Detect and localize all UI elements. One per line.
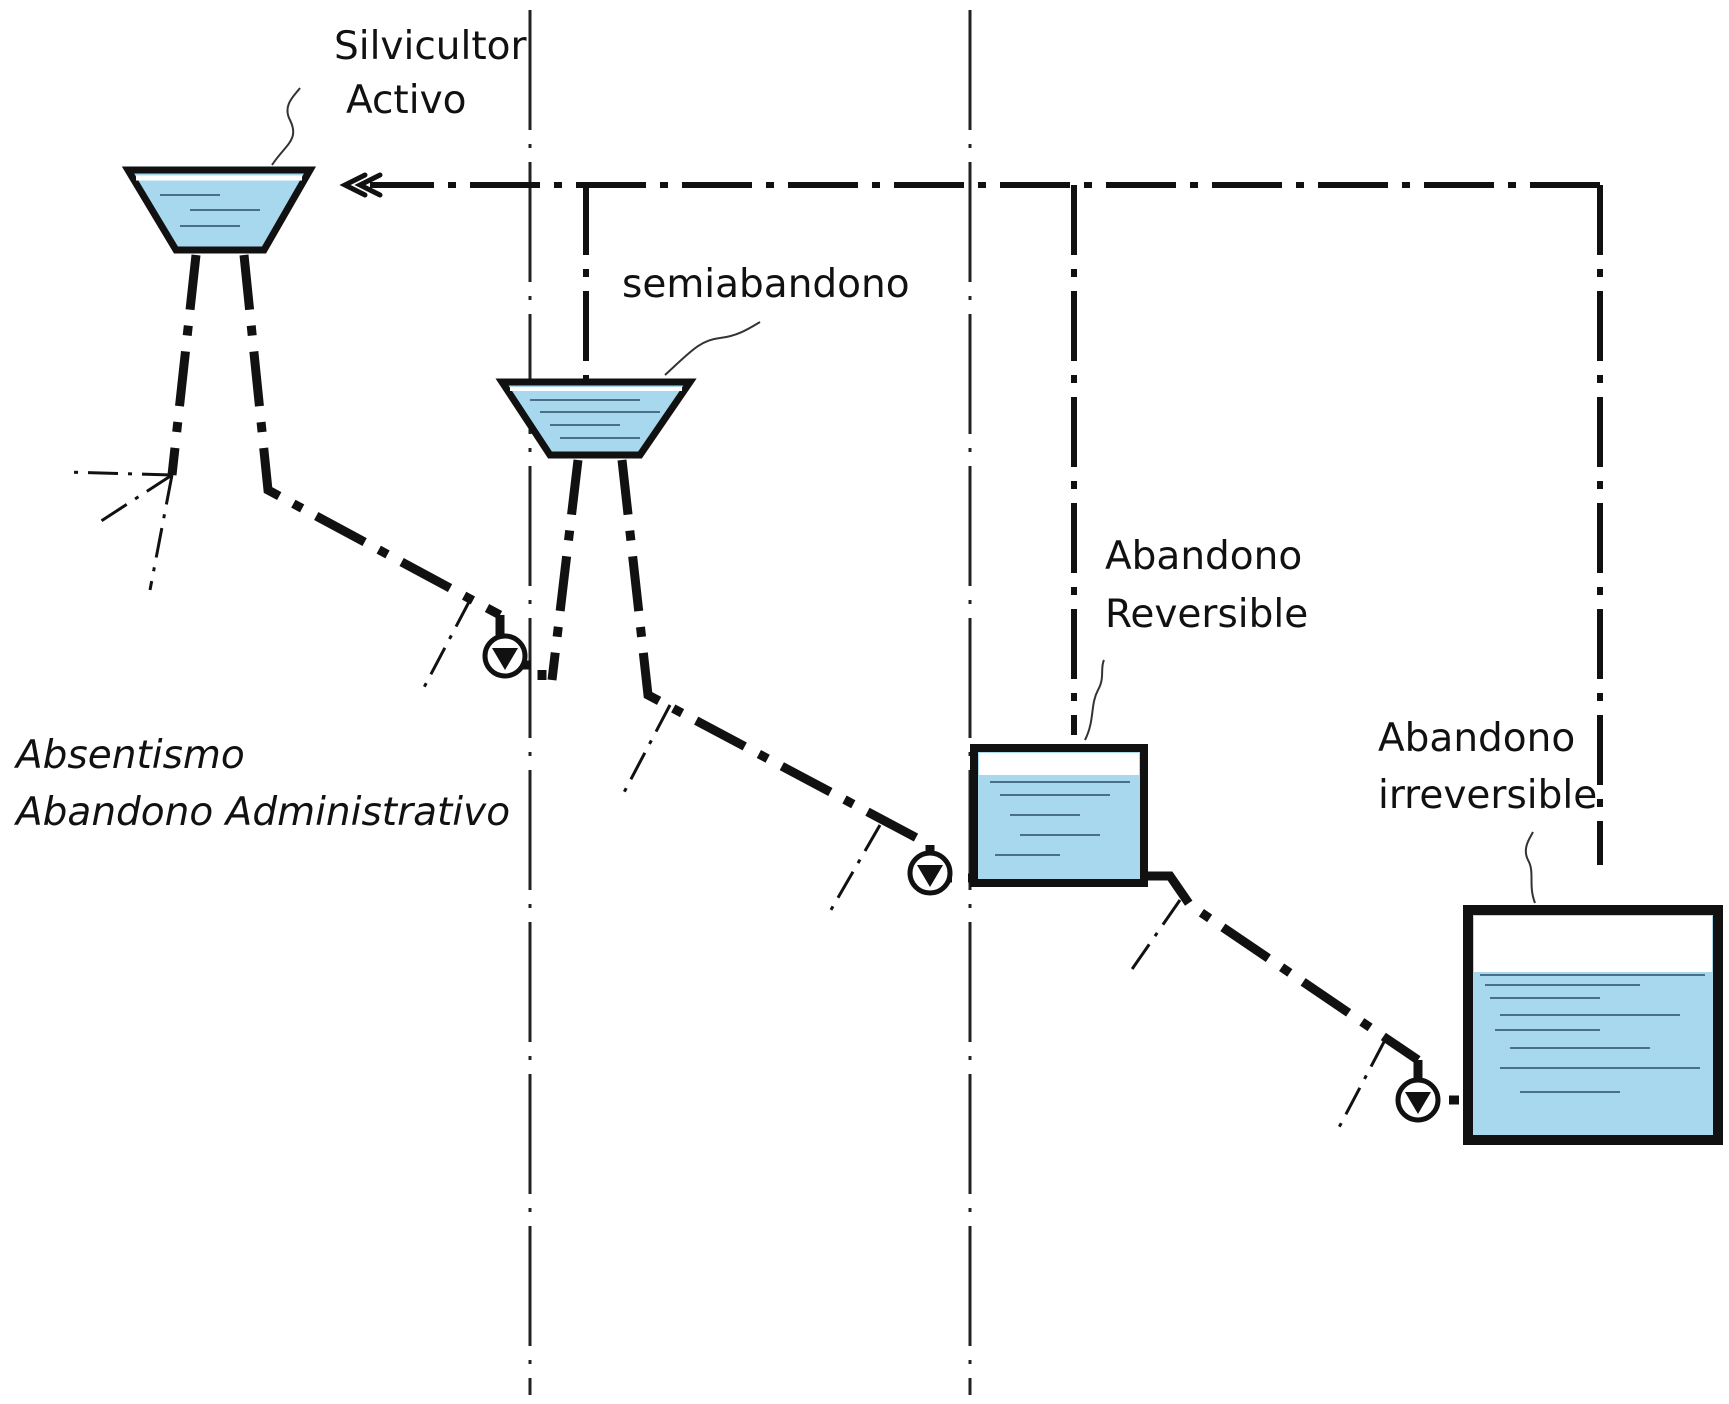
reservoir-active (121, 166, 317, 254)
abandono-irreversible-label-line2: irreversible (1378, 773, 1598, 818)
abandono-reversible-label-line1: Abandono (1105, 534, 1303, 579)
leaks-semiabandono (618, 704, 882, 916)
leaks-reversible (1126, 899, 1387, 1136)
reservoir-semiabandono (495, 378, 697, 459)
pump-valve-icon (1395, 1077, 1441, 1123)
pump-valve-icon (907, 850, 953, 896)
vertical-separators (528, 10, 972, 1395)
return-flow (370, 182, 1603, 865)
channels-semiabandono (547, 459, 972, 883)
silvicultor-label-line2: Activo (346, 78, 467, 123)
leaks-active (64, 470, 472, 696)
abandono-reversible-label-line2: Reversible (1105, 592, 1309, 637)
reservoir-reversible (970, 744, 1148, 887)
absentismo-label-line1: Absentismo (16, 733, 245, 778)
channels-reversible (1148, 871, 1468, 1105)
reservoir-irreversible (1463, 905, 1723, 1145)
absentismo-label-line2: Abandono Administrativo (16, 790, 511, 835)
semiabandono-label: semiabandono (622, 262, 910, 307)
channels-active (167, 254, 547, 680)
abandono-irreversible-label-line1: Abandono (1378, 716, 1576, 761)
return-arrow-icon (339, 172, 383, 198)
pump-valve-icon (482, 633, 528, 679)
label-pointers (271, 87, 1536, 904)
silvicultor-label-line1: Silvicultor (334, 24, 527, 69)
